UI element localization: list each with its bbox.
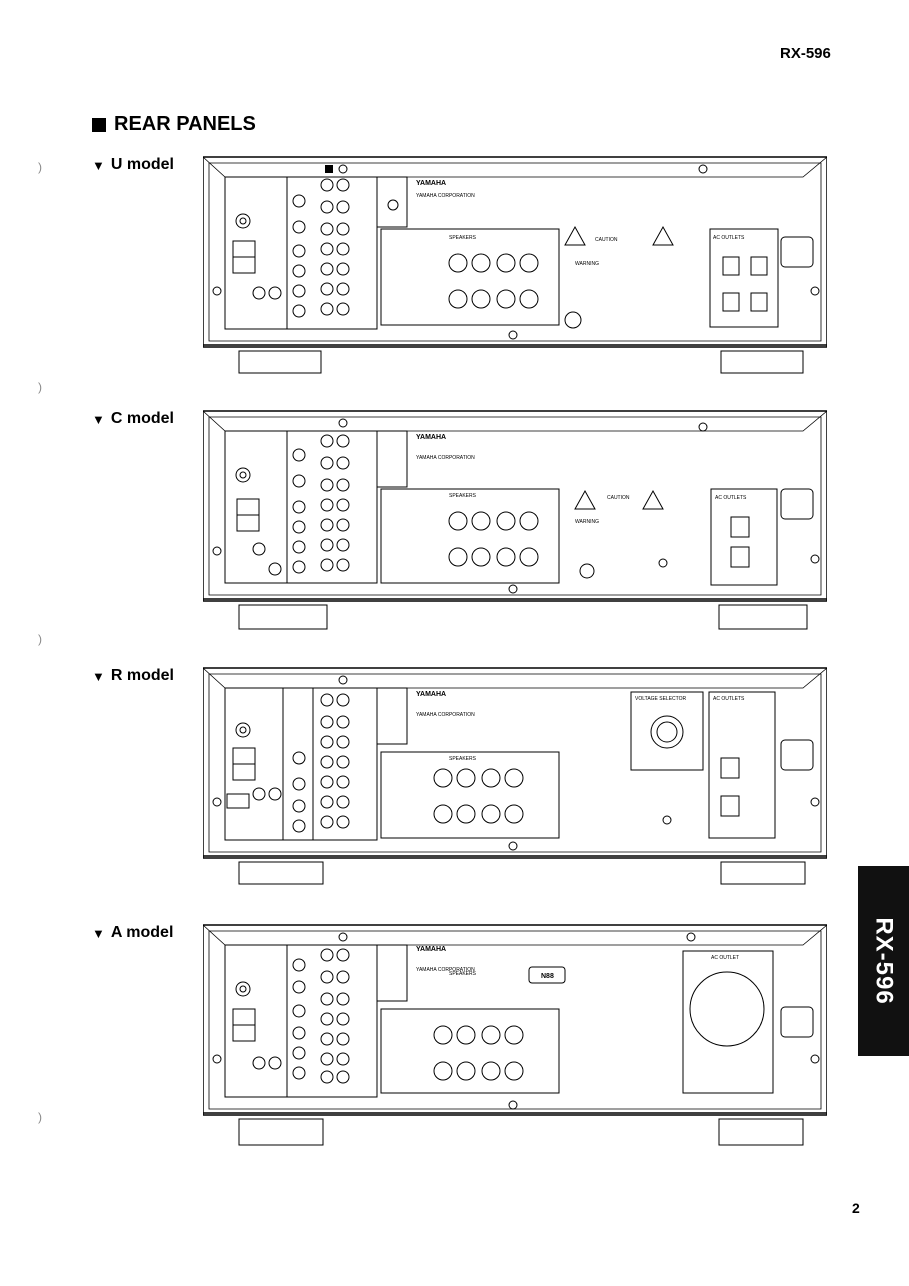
margin-mark: ) <box>38 632 42 646</box>
outlets-label: AC OUTLET <box>711 955 739 961</box>
triangle-down-icon: ▼ <box>92 925 105 941</box>
triangle-down-icon: ▼ <box>92 668 105 684</box>
brand-label: YAMAHA <box>416 180 446 187</box>
corp-label: YAMAHA CORPORATION <box>416 455 475 461</box>
voltage-selector-label: VOLTAGE SELECTOR <box>635 696 687 702</box>
side-tab: RX-596 <box>858 866 909 1056</box>
model-label-u: ▼U model <box>92 156 174 173</box>
rear-panel-r: YAMAHA YAMAHA CORPORATION VOLTAGE SELECT… <box>203 666 827 891</box>
n88-mark-label: N88 <box>541 973 554 980</box>
margin-mark: ) <box>38 160 42 174</box>
speakers-label: SPEAKERS <box>449 235 477 241</box>
outlets-label: AC OUTLETS <box>713 696 745 702</box>
model-label-a: ▼A model <box>92 924 174 941</box>
triangle-down-icon: ▼ <box>92 411 105 427</box>
rear-panel-u: YAMAHA YAMAHA CORPORATION CAUTION WARNIN… <box>203 155 827 380</box>
brand-label: YAMAHA <box>416 691 446 698</box>
rear-panel-drawing-a: YAMAHA YAMAHA CORPORATION N88 AC OUTLET … <box>203 924 827 1146</box>
speakers-label: SPEAKERS <box>449 493 477 499</box>
rear-panel-a: YAMAHA YAMAHA CORPORATION N88 AC OUTLET … <box>203 923 827 1148</box>
speakers-label: SPEAKERS <box>449 971 477 977</box>
corp-label: YAMAHA CORPORATION <box>416 193 475 199</box>
triangle-down-icon: ▼ <box>92 157 105 173</box>
margin-mark: ) <box>38 380 42 394</box>
brand-label: YAMAHA <box>416 434 446 441</box>
document-model-header: RX-596 <box>780 45 831 62</box>
side-tab-label: RX-596 <box>870 917 898 1005</box>
outlets-label: AC OUTLETS <box>715 495 747 501</box>
margin-mark: ) <box>38 1110 42 1124</box>
square-bullet-icon <box>92 117 106 132</box>
model-label-r: ▼R model <box>92 667 174 684</box>
page-number: 2 <box>852 1200 860 1216</box>
rear-panel-drawing-r: YAMAHA YAMAHA CORPORATION VOLTAGE SELECT… <box>203 667 827 885</box>
model-label-c: ▼C model <box>92 410 174 427</box>
brand-label: YAMAHA <box>416 946 446 953</box>
outlets-label: AC OUTLETS <box>713 235 745 241</box>
caution-label: CAUTION <box>595 237 618 243</box>
section-title-text: REAR PANELS <box>114 113 256 135</box>
rear-panel-drawing-c: YAMAHA YAMAHA CORPORATION CAUTION WARNIN… <box>203 410 827 630</box>
warning-label: WARNING <box>575 519 599 525</box>
speakers-label: SPEAKERS <box>449 756 477 762</box>
warning-label: WARNING <box>575 261 599 267</box>
corp-label: YAMAHA CORPORATION <box>416 967 475 973</box>
section-title: REAR PANELS <box>92 113 256 136</box>
corp-label: YAMAHA CORPORATION <box>416 712 475 718</box>
rear-panel-c: YAMAHA YAMAHA CORPORATION CAUTION WARNIN… <box>203 409 827 634</box>
caution-label: CAUTION <box>607 495 630 501</box>
rear-panel-drawing-u: YAMAHA YAMAHA CORPORATION CAUTION WARNIN… <box>203 156 827 374</box>
